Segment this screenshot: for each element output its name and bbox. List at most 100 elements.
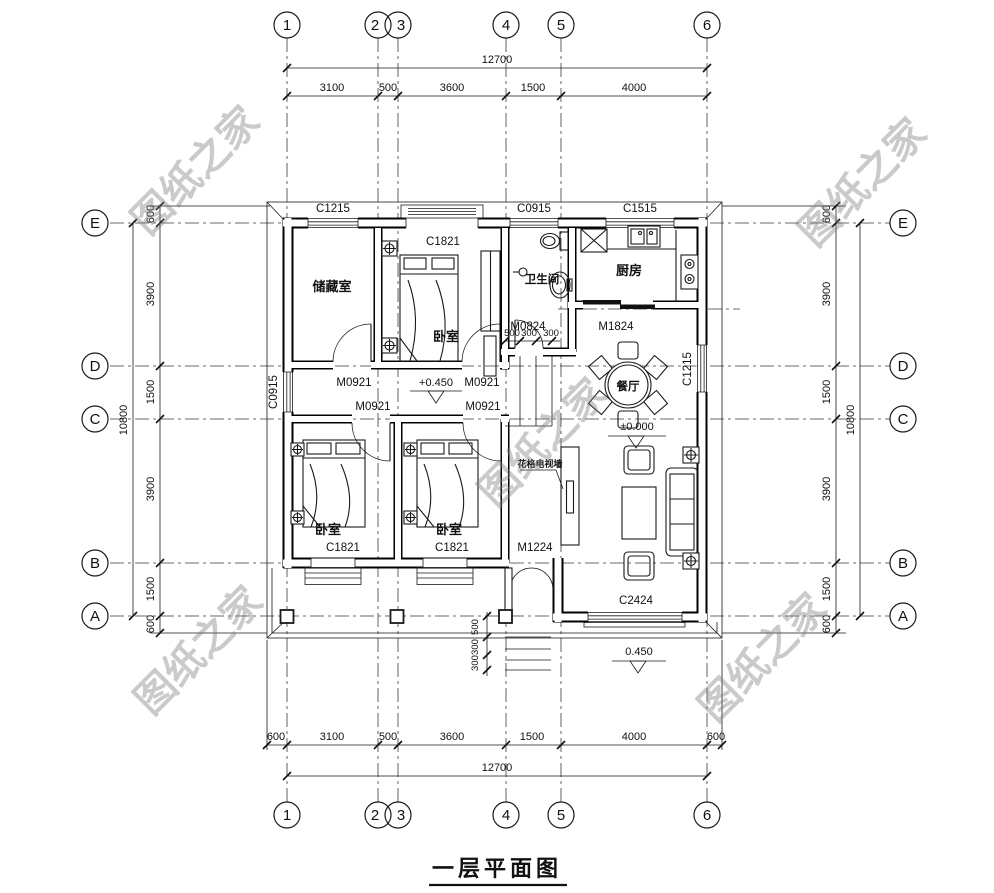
grid-bubble-col: 1 <box>273 801 301 829</box>
grid-bubble-label: C <box>90 411 101 428</box>
grid-bubble-label: D <box>90 358 101 375</box>
dim-left-overall: 10800 <box>118 405 130 436</box>
nightstand-icon <box>381 240 398 257</box>
grid-bubble-label: 6 <box>703 17 711 34</box>
grid-bubble-label: 2 <box>371 17 379 34</box>
bed-bottom-mid <box>416 439 479 528</box>
dim-seg: 3600 <box>440 82 464 94</box>
elevation-markers: +0.450 ±0.000 0.450 <box>410 377 666 674</box>
kitchen-flue <box>580 228 608 253</box>
door-entrance-m1224 <box>509 567 554 591</box>
wardrobe <box>480 250 501 377</box>
washbasin <box>549 271 573 299</box>
grid-bubble-label: 1 <box>283 17 291 34</box>
dim-seg: 500 <box>379 731 397 743</box>
elevation-living: ±0.000 <box>608 421 666 449</box>
dim-seg: 600 <box>707 731 725 743</box>
room-label-bedroom-left: 卧室 <box>315 522 341 537</box>
dim-seg: 3900 <box>821 282 833 306</box>
door-kitchen-sliding-m1824 <box>583 300 655 309</box>
grid-bubble-col: 4 <box>492 11 520 39</box>
dim-seg: 1500 <box>145 577 157 601</box>
window-c0915-top <box>509 217 559 229</box>
grid-bubble-col: 2 <box>364 11 392 39</box>
window-c0915-left <box>282 371 294 413</box>
dim-seg: 1500 <box>821 577 833 601</box>
dim-top-overall: 12700 <box>482 54 513 66</box>
window-c1215-right <box>696 344 708 393</box>
elevation-living-value: ±0.000 <box>620 421 654 433</box>
grid-bubble-row: B <box>889 549 917 577</box>
window-tag: C1821 <box>426 236 460 248</box>
dim-seg: 600 <box>145 615 157 633</box>
window-c1215-top <box>307 217 359 229</box>
window-c2424-bottom <box>583 611 686 628</box>
column-icon <box>682 446 700 464</box>
window-tag: C1515 <box>623 203 657 215</box>
dim-step: 500 <box>504 328 520 339</box>
title-text: 一层平面图 <box>432 856 562 881</box>
window-tag: C2424 <box>619 595 653 607</box>
dim-bottom-overall: 12700 <box>482 762 513 774</box>
dim-seg: 3900 <box>821 477 833 501</box>
sofa-set <box>621 445 699 581</box>
kitchen-counter <box>607 230 677 302</box>
kitchen-sink <box>627 225 661 248</box>
dim-seg: 600 <box>821 615 833 633</box>
grid-bubble-label: D <box>898 358 909 375</box>
nightstand-icon <box>290 442 305 457</box>
furniture <box>290 225 700 581</box>
grid-bubble-label: B <box>90 555 100 572</box>
dimensions-bottom: 600 3100 500 3600 1500 4000 600 12700 <box>262 640 727 781</box>
grid-bubble-col: 1 <box>273 11 301 39</box>
dim-step: 300 <box>470 639 481 655</box>
grid-bubble-label: C <box>898 411 909 428</box>
grid-bubble-label: 1 <box>283 807 291 824</box>
grid-bubble-label: A <box>90 608 100 625</box>
opening-tags: C1215 C0915 C1515 C1821 C0915 C1215 M082… <box>268 203 694 607</box>
grid-bubble-row: D <box>81 352 109 380</box>
tv-wall-label: 花格电视墙 <box>517 458 562 469</box>
elevation-hall: +0.450 <box>410 377 462 404</box>
grid-bubble-label: 3 <box>397 807 405 824</box>
dimensions-top: 12700 3100 500 3600 1500 4000 <box>282 54 712 101</box>
window-tag: C1821 <box>326 542 360 554</box>
dim-seg: 4000 <box>622 82 646 94</box>
window-c1821-bay-left <box>304 558 362 585</box>
grid-bubble-row: C <box>81 405 109 433</box>
room-labels: 储藏室 卧室 卫生间 厨房 餐厅 卧室 卧室 花格电视墙 <box>311 263 642 537</box>
grid-bubble-label: 2 <box>371 807 379 824</box>
tv-wall <box>560 446 580 546</box>
nightstand-icon <box>290 510 305 525</box>
window-c1821-bay-top <box>400 204 484 229</box>
nightstand-icon <box>403 510 418 525</box>
dimensions-left: 600 3900 1500 3900 1500 600 10800 <box>118 201 270 638</box>
window-tag: C1215 <box>682 352 694 386</box>
dim-seg: 600 <box>821 205 833 223</box>
grid-bubble-label: 4 <box>502 17 510 34</box>
window-tag: C0915 <box>268 375 280 409</box>
grid-bubble-col: 6 <box>693 11 721 39</box>
elevation-hall-value: +0.450 <box>419 377 453 389</box>
dim-step: 500 <box>470 619 481 635</box>
column-icon <box>682 552 700 570</box>
grid-bubble-col: 6 <box>693 801 721 829</box>
shower-head-icon <box>513 267 528 277</box>
door-bathroom-m0824 <box>514 319 544 349</box>
window-tag: C1821 <box>435 542 469 554</box>
grid-bubble-row: A <box>81 602 109 630</box>
watermark-text: 图纸之家 <box>689 584 835 730</box>
dim-seg: 600 <box>267 731 285 743</box>
nightstand-icon <box>403 442 418 457</box>
dim-seg: 500 <box>379 82 397 94</box>
dim-seg: 600 <box>145 205 157 223</box>
grid-bubble-col: 5 <box>547 801 575 829</box>
grid-bubble-label: 5 <box>557 807 565 824</box>
dim-step: 300 <box>521 328 537 339</box>
grid-bubble-row: C <box>889 405 917 433</box>
dim-seg: 3100 <box>320 731 344 743</box>
dim-step: 300 <box>543 328 559 339</box>
grid-bubble-row: D <box>889 352 917 380</box>
